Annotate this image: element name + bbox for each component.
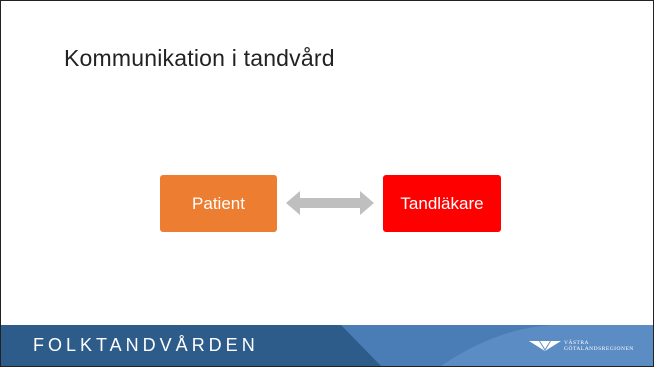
footer-band: FOLKTANDVÅRDEN VÄSTRA GÖTALANDSREGIONEN [1,325,653,366]
slide-title: Kommunikation i tandvård [64,45,335,71]
vgr-logo-line1: VÄSTRA [564,340,590,346]
dentist-label: Tandläkare [400,193,484,213]
patient-box: Patient [160,175,277,232]
footer-brand-name: FOLKTANDVÅRDEN [33,335,259,355]
double-arrow [286,191,374,215]
patient-label: Patient [192,193,245,213]
vgr-logo: VÄSTRA GÖTALANDSREGIONEN [529,339,649,355]
dentist-box: Tandläkare [383,175,501,232]
double-arrow-shape [286,191,374,215]
vgr-logo-line2: GÖTALANDSREGIONEN [564,346,634,352]
vgr-logo-icon [529,341,561,351]
